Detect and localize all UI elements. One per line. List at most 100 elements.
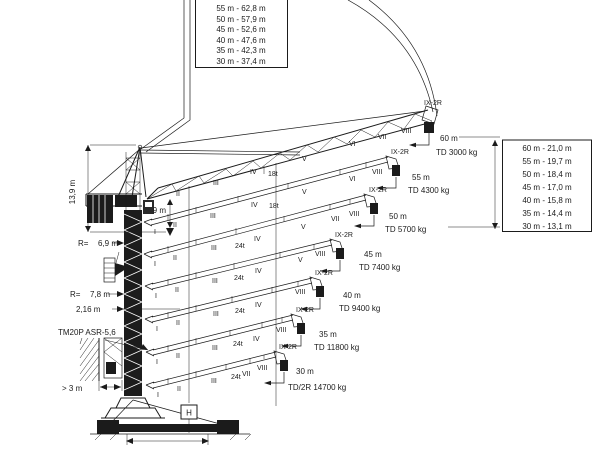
segment-label: III <box>213 311 219 318</box>
segment-label: II <box>177 386 181 393</box>
jib-length: 60 m <box>440 134 458 143</box>
radius-row: 40 m - 15,8 m <box>522 196 572 205</box>
jib-tip-label: IX-2R <box>369 187 387 194</box>
segment-label: I <box>154 261 156 268</box>
segment-label: V <box>301 224 306 231</box>
segment-label: VIII <box>295 289 306 296</box>
jib-variant-45m: I II III 24t IV V VIII IX-2R 45 m TD 740… <box>144 232 400 300</box>
segment-label: V <box>298 257 303 264</box>
radius-row: 50 m - 18,4 m <box>522 170 572 179</box>
radii-box: 60 m - 21,0 m 55 m - 19,7 m 50 m - 18,4 … <box>459 136 592 232</box>
base-width-dim: 2,16 m <box>76 305 101 314</box>
jib-length: 35 m <box>319 330 337 339</box>
main-jib-60m: II III IV 18t V VI VII VIII IX-2R 60 m T… <box>146 100 477 406</box>
height-row: 40 m - 47,6 m <box>216 36 266 45</box>
tower-mast <box>123 152 143 396</box>
trolley-label: 24t <box>231 374 241 381</box>
segment-label: VI <box>349 141 356 148</box>
jib-tip-label: IX-2R <box>424 100 442 107</box>
segment-label: V <box>302 189 307 196</box>
jib-length: 45 m <box>364 250 382 259</box>
radius-1: 6,9 m <box>98 239 118 248</box>
dimension-annotations: 13,9 m 9 m R= 6,9 m R= 7,8 m 2,16 m TM20… <box>58 144 198 433</box>
trolley-label: 24t <box>233 341 243 348</box>
jib-variant-30m: I II III 24t VII VIII IX-2R 30 m TD/2R 1… <box>145 344 346 399</box>
segment-label: IV <box>254 236 261 243</box>
building-wall <box>79 337 100 382</box>
height-row: 50 m - 57,9 m <box>216 15 266 24</box>
segment-label: I <box>157 392 159 399</box>
jib-load: TD 3000 kg <box>436 148 477 157</box>
segment-label: III <box>212 345 218 352</box>
segment-label: VIII <box>401 128 412 135</box>
segment-label: II <box>176 320 180 327</box>
segment-label: VIII <box>372 169 383 176</box>
segment-label: VI <box>349 176 356 183</box>
segment-label: I <box>156 326 158 333</box>
segment-label: VII <box>378 134 387 141</box>
jib-length: 30 m <box>296 367 314 376</box>
segment-label: VII <box>242 371 251 378</box>
trolley-label: 24t <box>235 243 245 250</box>
trolley-label: 24t <box>234 275 244 282</box>
height-row: 55 m - 62,8 m <box>216 4 266 13</box>
jib-length: 50 m <box>389 212 407 221</box>
counterweight <box>87 195 113 223</box>
segment-label: II <box>176 353 180 360</box>
jib-load: TD 5700 kg <box>385 225 426 234</box>
radius-2: 7,8 m <box>90 290 110 299</box>
jib-load: TD/2R 14700 kg <box>288 383 346 392</box>
height-row: 30 m - 37,4 m <box>216 57 266 66</box>
segment-label: IV <box>255 268 262 275</box>
radius-row: 30 m - 13,1 m <box>522 222 572 231</box>
jib-tip-label: IX-2R <box>279 344 297 351</box>
segment-label: III <box>211 245 217 252</box>
climbing-ladder-icon <box>103 251 129 283</box>
segment-label: II <box>175 287 179 294</box>
jib-length: 40 m <box>343 291 361 300</box>
segment-label: IV <box>253 336 260 343</box>
segment-label: V <box>302 156 307 163</box>
jib-load: TD 7400 kg <box>359 263 400 272</box>
segment-label: I <box>155 293 157 300</box>
erection-arcs <box>140 0 438 153</box>
jib-tip-label: IX-2R <box>391 149 409 156</box>
trolley-label: 24t <box>235 308 245 315</box>
crane-base <box>90 397 252 445</box>
jib-load: TD 11800 kg <box>314 343 359 352</box>
segment-label: I <box>154 229 156 236</box>
segment-label: IV <box>250 169 257 176</box>
segment-label: VII <box>331 216 340 223</box>
segment-label: VIII <box>315 251 326 258</box>
jib-variant-55m: I II III IV 18t V VI VIII IX-2R 55 m TD … <box>143 149 449 236</box>
segment-label: I <box>156 359 158 366</box>
radius-label: R= <box>78 239 89 248</box>
jib-load: TD 9400 kg <box>339 304 380 313</box>
segment-label: III <box>211 378 217 385</box>
jib-load: TD 4300 kg <box>408 186 449 195</box>
height-row: 45 m - 52,6 m <box>216 25 266 34</box>
jib-length: 55 m <box>412 173 430 182</box>
segment-label: III <box>210 213 216 220</box>
hook-icon <box>166 228 174 236</box>
radius-row: 55 m - 19,7 m <box>522 157 572 166</box>
segment-label: III <box>212 278 218 285</box>
jib-heights-box: 55 m - 62,8 m 50 m - 57,9 m 45 m - 52,6 … <box>195 0 288 68</box>
jib-tip-label: IX-2R <box>335 232 353 239</box>
mast-head-height: 13,9 m <box>68 179 77 204</box>
jib-foot-height: 9 m <box>153 206 167 215</box>
radius-label: R= <box>70 290 81 299</box>
segment-label: II <box>176 191 180 198</box>
segment-label: IV <box>251 202 258 209</box>
hook-height-label: H <box>186 409 192 418</box>
radius-row: 35 m - 14,4 m <box>522 209 572 218</box>
climbing-frame <box>103 337 123 379</box>
segment-label: VIII <box>257 365 268 372</box>
mast-lattice <box>124 210 142 396</box>
trolley-label: 18t <box>268 171 278 178</box>
wall-clearance-dim: > 3 m <box>62 384 83 393</box>
jib-variant-35m: I II III 24t IV VIII IX-2R 35 m TD 11800… <box>145 307 359 366</box>
height-row: 35 m - 42,3 m <box>216 46 266 55</box>
jib-variant-40m: I II III 24t IV VIII IX-2R 40 m TD 9400 … <box>144 270 380 333</box>
